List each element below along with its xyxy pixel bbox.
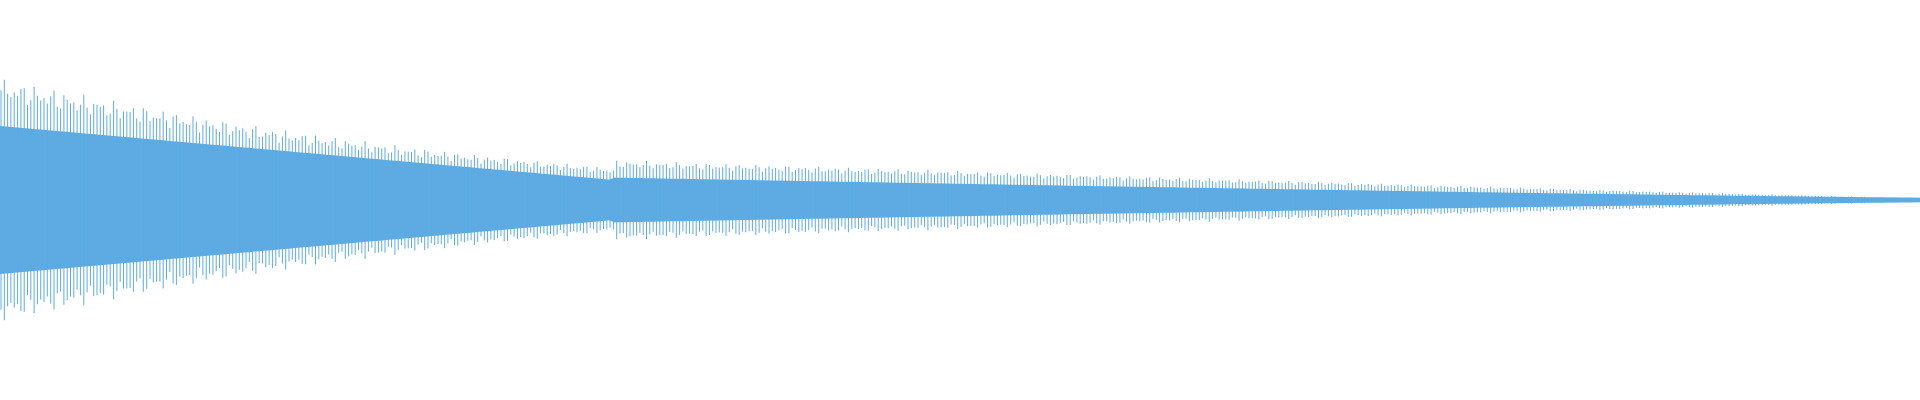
waveform-body	[0, 126, 1920, 274]
waveform-spikes	[0, 79, 1919, 321]
